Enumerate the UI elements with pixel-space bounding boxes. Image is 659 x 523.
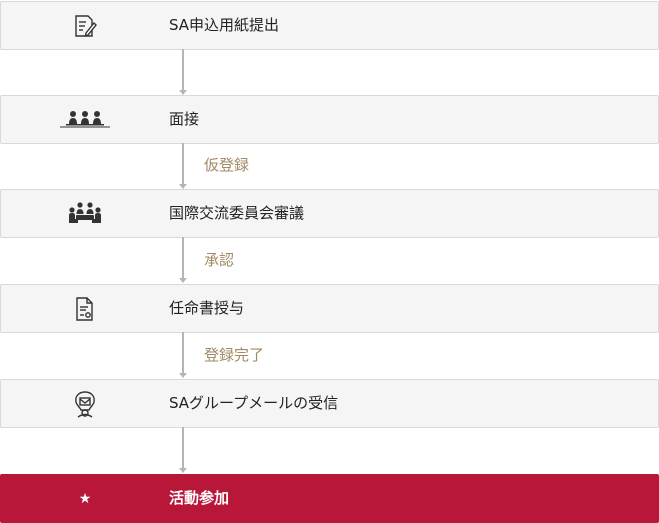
step-group-mail: SAグループメールの受信 — [0, 379, 659, 428]
step-label: 任命書授与 — [169, 299, 245, 317]
transition-label-approval: 承認 — [204, 251, 235, 269]
flow-connector — [179, 49, 187, 95]
certificate-document-icon — [57, 285, 113, 332]
step-activity-participation: ★ 活動参加 — [0, 474, 659, 523]
step-label: SAグループメールの受信 — [169, 394, 339, 412]
step-application-submission: SA申込用紙提出 — [0, 1, 659, 50]
transition-label-registration-complete: 登録完了 — [204, 346, 265, 364]
flow-connector — [179, 237, 187, 283]
step-label: SA申込用紙提出 — [169, 16, 280, 34]
form-pen-icon — [57, 2, 113, 49]
step-label: 国際交流委員会審議 — [169, 204, 305, 222]
star-icon: ★ — [78, 490, 92, 507]
flow-connector — [179, 427, 187, 473]
committee-meeting-icon — [57, 190, 113, 237]
mail-person-icon — [57, 380, 113, 427]
step-committee-review: 国際交流委員会審議 — [0, 189, 659, 238]
step-appointment-letter: 任命書授与 — [0, 284, 659, 333]
interview-panel-icon — [57, 96, 113, 143]
flow-connector — [179, 143, 187, 189]
transition-label-provisional-registration: 仮登録 — [204, 156, 250, 174]
step-label: 活動参加 — [169, 489, 230, 507]
step-label: 面接 — [169, 110, 200, 128]
flow-connector — [179, 332, 187, 378]
step-interview: 面接 — [0, 95, 659, 144]
